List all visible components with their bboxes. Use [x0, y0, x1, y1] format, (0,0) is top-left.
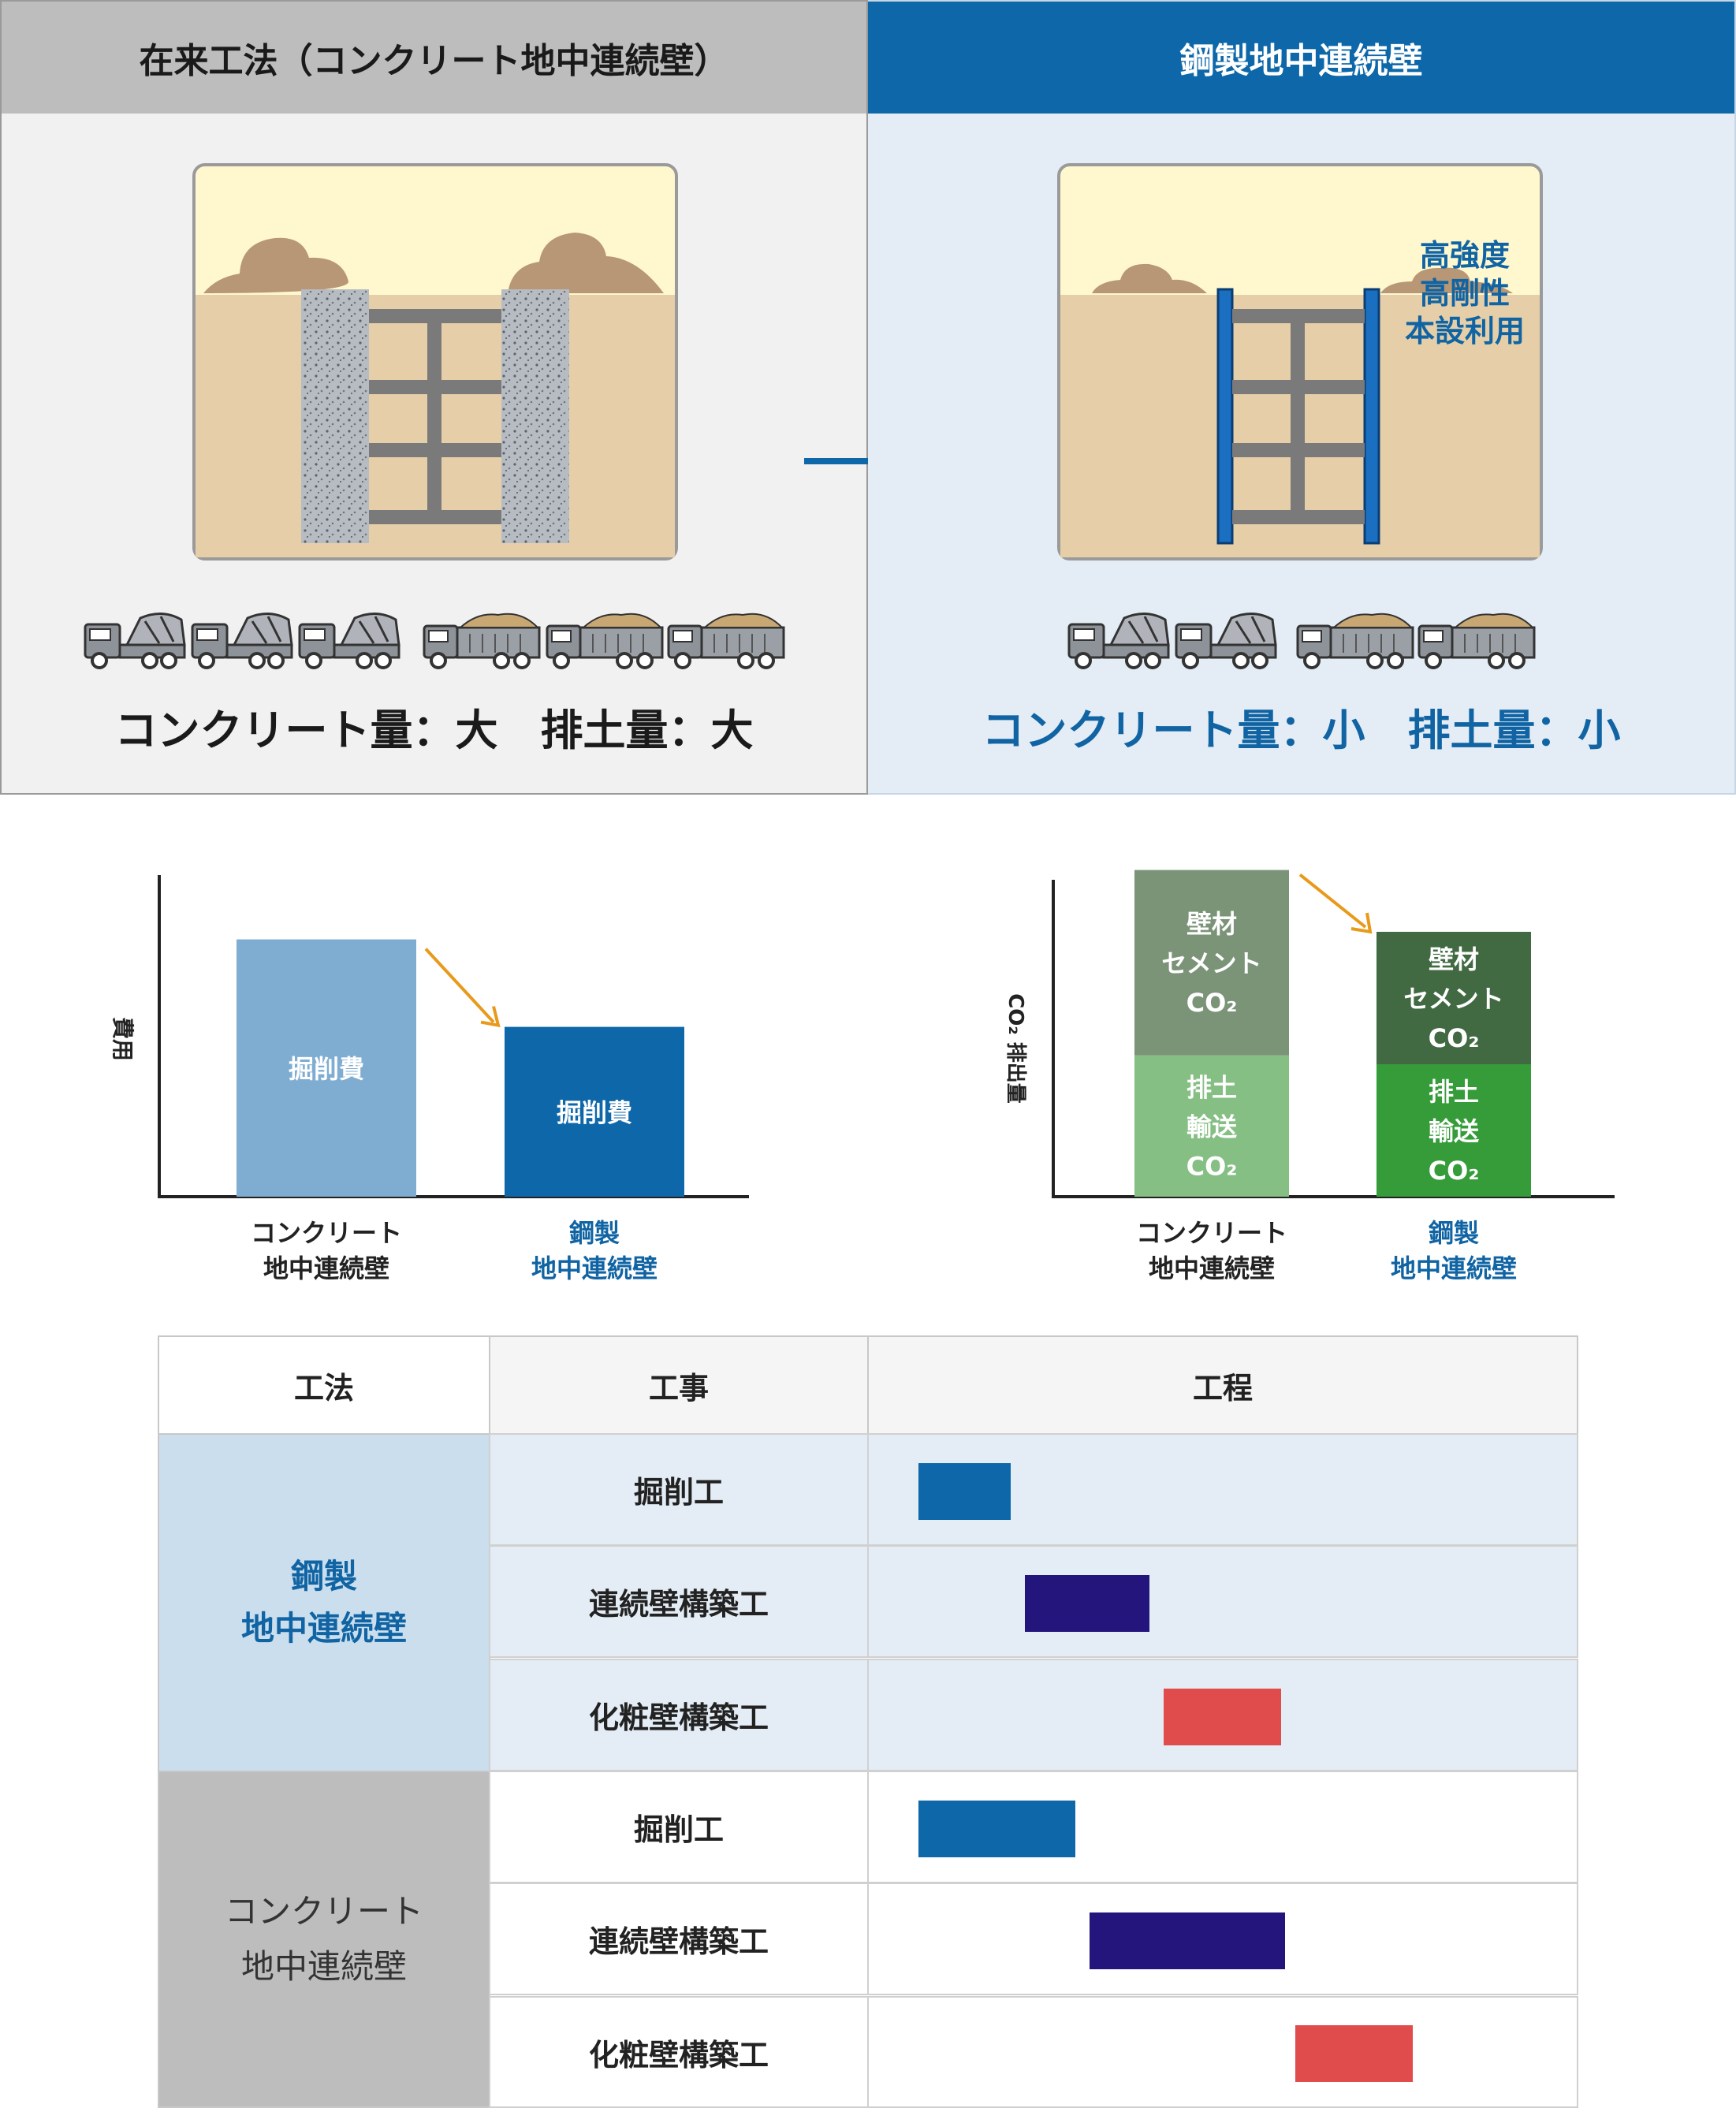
task-cell: 連続壁構築工 [489, 1545, 869, 1658]
gantt-bar [1089, 1912, 1285, 1969]
header-process: 工程 [867, 1335, 1578, 1435]
conventional-summary: コンクリート量：大 排土量：大 [114, 706, 754, 755]
decrease-arrowhead-icon [480, 1006, 501, 1028]
gantt-bar [1164, 1688, 1282, 1745]
gantt-cell [867, 1433, 1578, 1546]
gantt-cell [867, 1545, 1578, 1658]
co2-upper-label-3: CO₂ [1187, 988, 1238, 1018]
gantt-bar [918, 1800, 1075, 1857]
co2-bar-cement [1377, 932, 1531, 1064]
steel-wall-title: 鋼製地中連続壁 [868, 2, 1734, 114]
header-work: 工事 [489, 1335, 869, 1435]
truck-fleet-large [84, 612, 785, 669]
cost-bar-label: 掘削費 [289, 1054, 364, 1084]
cost-cat-conc-2: 地中連続壁 [263, 1253, 389, 1283]
co2-cat-conc-2: 地中連続壁 [1149, 1253, 1275, 1283]
note-strength: 高強度 [1419, 238, 1510, 273]
co2-bar-transport [1377, 1064, 1531, 1197]
steel-wall-panel: 鋼製地中連続壁 高強度 高剛性 本設利用 [868, 0, 1736, 795]
group-concrete-line2: 地中連続壁 [240, 1947, 407, 1986]
group-concrete-wall: コンクリート 地中連続壁 [158, 1771, 490, 2108]
group-steel-wall: 鋼製 地中連続壁 [158, 1433, 490, 1772]
cost-cat-steel-2: 地中連続壁 [531, 1253, 658, 1283]
group-steel-line1: 鋼製 [290, 1557, 357, 1596]
co2-stacked-bar-chart: CO₂ 排出量壁材セメントCO₂排土輸送CO₂壁材セメントCO₂排土輸送CO₂コ… [1004, 870, 1615, 1283]
task-cell: 化粧壁構築工 [489, 1659, 869, 1771]
co2-lower-label-1: 排土 [1429, 1077, 1479, 1107]
group-steel-line2: 地中連続壁 [240, 1609, 407, 1648]
co2-upper-label-2: セメント [1161, 948, 1261, 978]
cost-bar [237, 939, 416, 1197]
steel-wall-cross-section [1057, 163, 1543, 561]
co2-bar-cement [1134, 870, 1289, 1056]
conventional-method-title: 在来工法（コンクリート地中連続壁） [2, 2, 866, 114]
gantt-bar [1025, 1574, 1150, 1632]
gantt-cell [867, 1883, 1578, 1995]
cost-y-label: 費用 [110, 1017, 136, 1061]
note-permanent-use: 本設利用 [1404, 314, 1525, 348]
group-concrete-line1: コンクリート [224, 1892, 423, 1931]
note-rigidity: 高剛性 [1419, 276, 1510, 311]
header-method: 工法 [158, 1335, 490, 1435]
co2-lower-label-2: 輸送 [1429, 1116, 1479, 1146]
cost-cat-conc-1: コンクリート [251, 1218, 402, 1248]
task-cell: 連続壁構築工 [489, 1883, 869, 1995]
co2-decrease-arrow-icon [1298, 873, 1367, 929]
concrete-wall-cross-section [192, 163, 678, 561]
co2-cat-conc-1: コンクリート [1136, 1218, 1287, 1248]
steel-wall-summary: コンクリート量：小 排土量：小 [982, 706, 1621, 755]
task-cell: 化粧壁構築工 [489, 1996, 869, 2108]
task-cell: 掘削工 [489, 1433, 869, 1546]
co2-lower-label-2: 輸送 [1187, 1112, 1237, 1142]
task-cell: 掘削工 [489, 1771, 869, 1883]
co2-lower-label-3: CO₂ [1187, 1151, 1238, 1181]
gantt-cell [867, 1996, 1578, 2108]
cost-bar-label: 掘削費 [557, 1097, 632, 1127]
co2-upper-label-1: 壁材 [1429, 944, 1479, 974]
co2-y-label: CO₂ 排出量 [1004, 993, 1027, 1104]
co2-lower-label-1: 排土 [1187, 1072, 1237, 1102]
co2-decrease-arrowhead-icon [1350, 912, 1373, 934]
co2-upper-label-1: 壁材 [1187, 909, 1237, 939]
co2-bar-transport [1134, 1055, 1289, 1197]
cost-bar [505, 1026, 684, 1197]
steel-wall-note: 高強度 高剛性 本設利用 [1398, 236, 1532, 350]
gantt-cell [867, 1659, 1578, 1771]
co2-upper-label-2: セメント [1403, 984, 1503, 1014]
co2-upper-label-3: CO₂ [1429, 1023, 1480, 1053]
conventional-method-panel: 在来工法（コンクリート地中連続壁） [0, 0, 868, 795]
gantt-cell [867, 1771, 1578, 1883]
gantt-bar [1295, 2025, 1414, 2082]
construction-schedule-table: 工法 工事 工程 鋼製 地中連続壁 コンクリート 地中連続壁 掘削工連続壁構築工… [158, 1335, 1578, 2108]
cost-cat-steel-1: 鋼製 [569, 1218, 620, 1248]
decrease-arrow-icon [424, 948, 495, 1023]
co2-cat-steel-2: 地中連続壁 [1391, 1253, 1517, 1283]
co2-lower-label-3: CO₂ [1429, 1156, 1480, 1186]
truck-fleet-small [1067, 612, 1536, 669]
gantt-bar [918, 1462, 1011, 1520]
co2-cat-steel-1: 鋼製 [1429, 1218, 1479, 1248]
